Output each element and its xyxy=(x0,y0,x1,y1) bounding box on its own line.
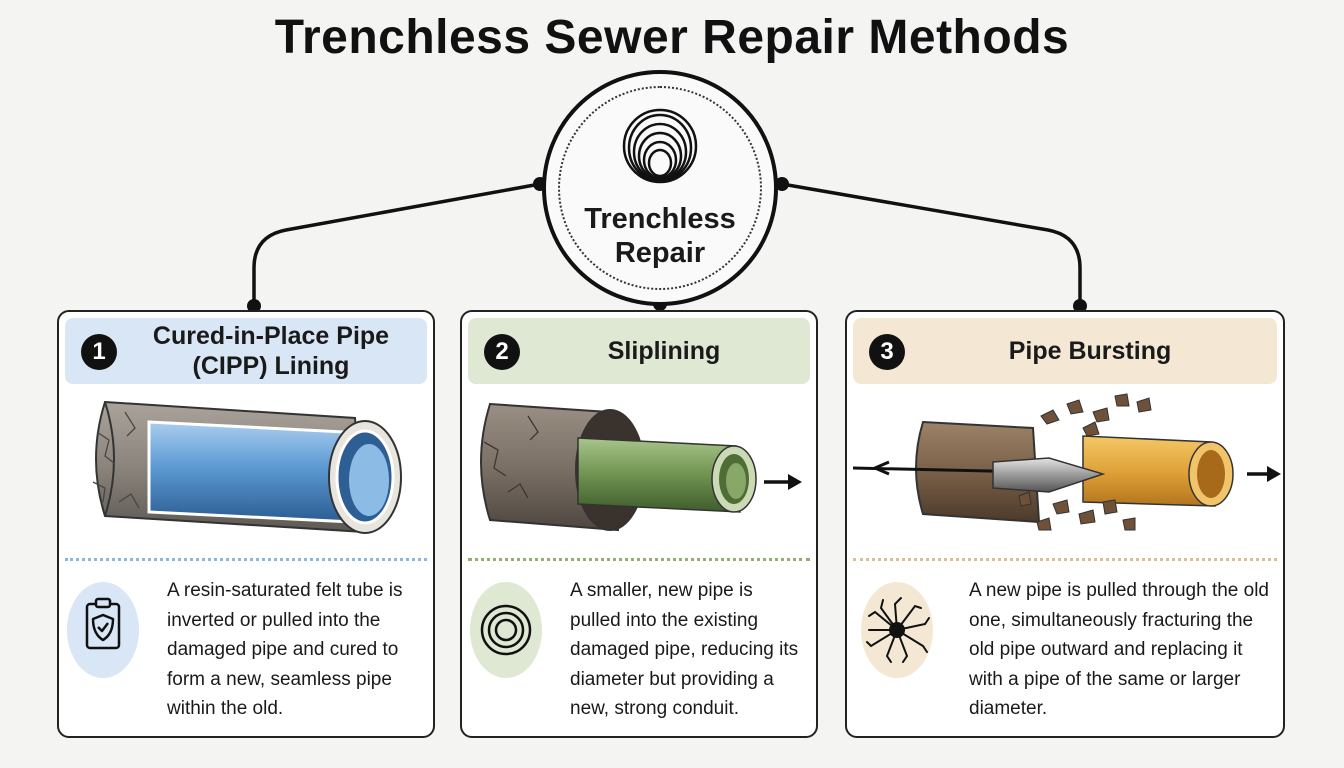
method-description: A new pipe is pulled through the old one… xyxy=(969,580,1269,719)
method-title: Cured-in-Place Pipe (CIPP) Lining xyxy=(152,322,390,380)
card-header: 3 Pipe Bursting xyxy=(853,318,1277,384)
dotted-divider xyxy=(853,558,1277,561)
method-title: Pipe Bursting xyxy=(1008,337,1172,365)
dotted-divider xyxy=(65,558,427,561)
page-title: Trenchless Sewer Repair Methods xyxy=(274,11,1070,64)
hub-label: Trenchless Repair xyxy=(584,203,736,269)
icon-badge xyxy=(861,582,933,678)
cipp-pipe-illustration xyxy=(92,400,402,534)
clipboard-shield-icon xyxy=(85,597,121,650)
dotted-divider xyxy=(468,558,810,561)
concentric-rings-icon xyxy=(622,108,698,184)
burst-icon xyxy=(866,597,930,663)
method-card-sliplining: 2 Sliplining A smaller, new pi xyxy=(460,310,818,738)
step-number: 3 xyxy=(869,334,905,370)
method-description: A resin-saturated felt tube is inverted … xyxy=(167,580,403,719)
card-header: 1 Cured-in-Place Pipe (CIPP) Lining xyxy=(65,318,427,384)
method-card-pipe-bursting: 3 Pipe Bursting xyxy=(845,310,1285,738)
icon-badge xyxy=(470,582,542,678)
method-description: A smaller, new pipe is pulled into the e… xyxy=(570,580,799,719)
icon-badge xyxy=(67,582,139,678)
trenchless-repair-hub: Trenchless Repair xyxy=(542,70,778,306)
method-card-cipp: 1 Cured-in-Place Pipe (CIPP) Lining xyxy=(57,310,435,738)
method-title: Sliplining xyxy=(607,337,721,365)
pipe-bursting-illustration xyxy=(853,393,1281,531)
step-number: 2 xyxy=(484,334,520,370)
step-number: 1 xyxy=(81,334,117,370)
sliplining-pipe-illustration xyxy=(480,402,802,532)
concentric-rings-icon xyxy=(480,604,532,656)
card-header: 2 Sliplining xyxy=(468,318,810,384)
